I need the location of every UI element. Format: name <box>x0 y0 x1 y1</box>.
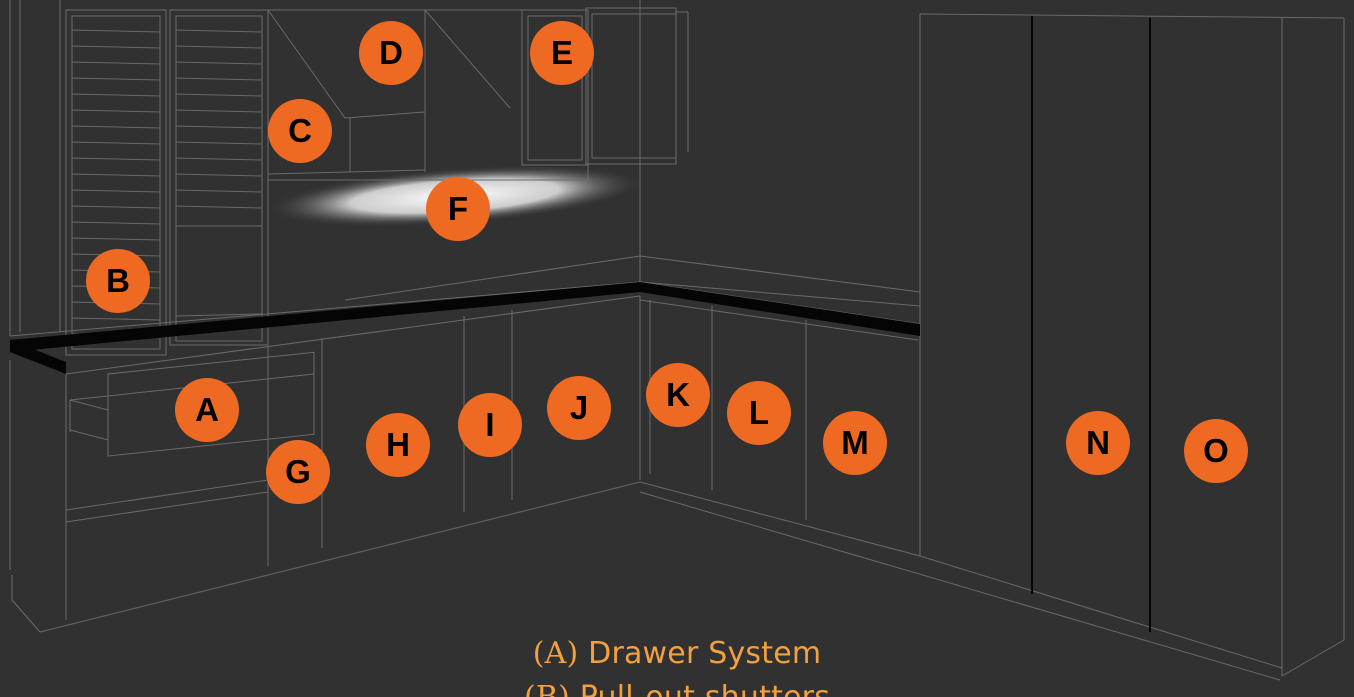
marker-d[interactable]: D <box>359 21 423 85</box>
marker-n[interactable]: N <box>1066 411 1130 475</box>
legend-code: (A) <box>532 636 579 671</box>
marker-a[interactable]: A <box>175 378 239 442</box>
marker-l[interactable]: L <box>727 381 791 445</box>
shutter-cabinets <box>65 9 269 356</box>
marker-k[interactable]: K <box>646 363 710 427</box>
legend-item: (B) Pull-out shutters <box>0 680 1354 697</box>
marker-f[interactable]: F <box>426 177 490 241</box>
base-cabinets-right <box>639 299 1281 681</box>
legend-text: Drawer System <box>588 636 822 671</box>
legend-text: Pull-out shutters <box>580 680 830 697</box>
marker-i[interactable]: I <box>458 393 522 457</box>
legend-code: (B) <box>524 680 570 697</box>
marker-e[interactable]: E <box>530 21 594 85</box>
worktop <box>10 282 920 374</box>
base-cabinets-left <box>9 295 641 633</box>
tall-cabinets <box>919 13 1345 677</box>
marker-b[interactable]: B <box>86 249 150 313</box>
tall-cabinet-door-gaps <box>1031 16 1151 632</box>
marker-o[interactable]: O <box>1184 419 1248 483</box>
marker-h[interactable]: H <box>366 413 430 477</box>
wall-cabinets <box>267 7 689 181</box>
marker-c[interactable]: C <box>268 99 332 163</box>
marker-j[interactable]: J <box>547 376 611 440</box>
legend-item: (A) Drawer System <box>0 636 1354 671</box>
wall-outline <box>9 0 921 336</box>
marker-m[interactable]: M <box>823 411 887 475</box>
marker-g[interactable]: G <box>266 440 330 504</box>
